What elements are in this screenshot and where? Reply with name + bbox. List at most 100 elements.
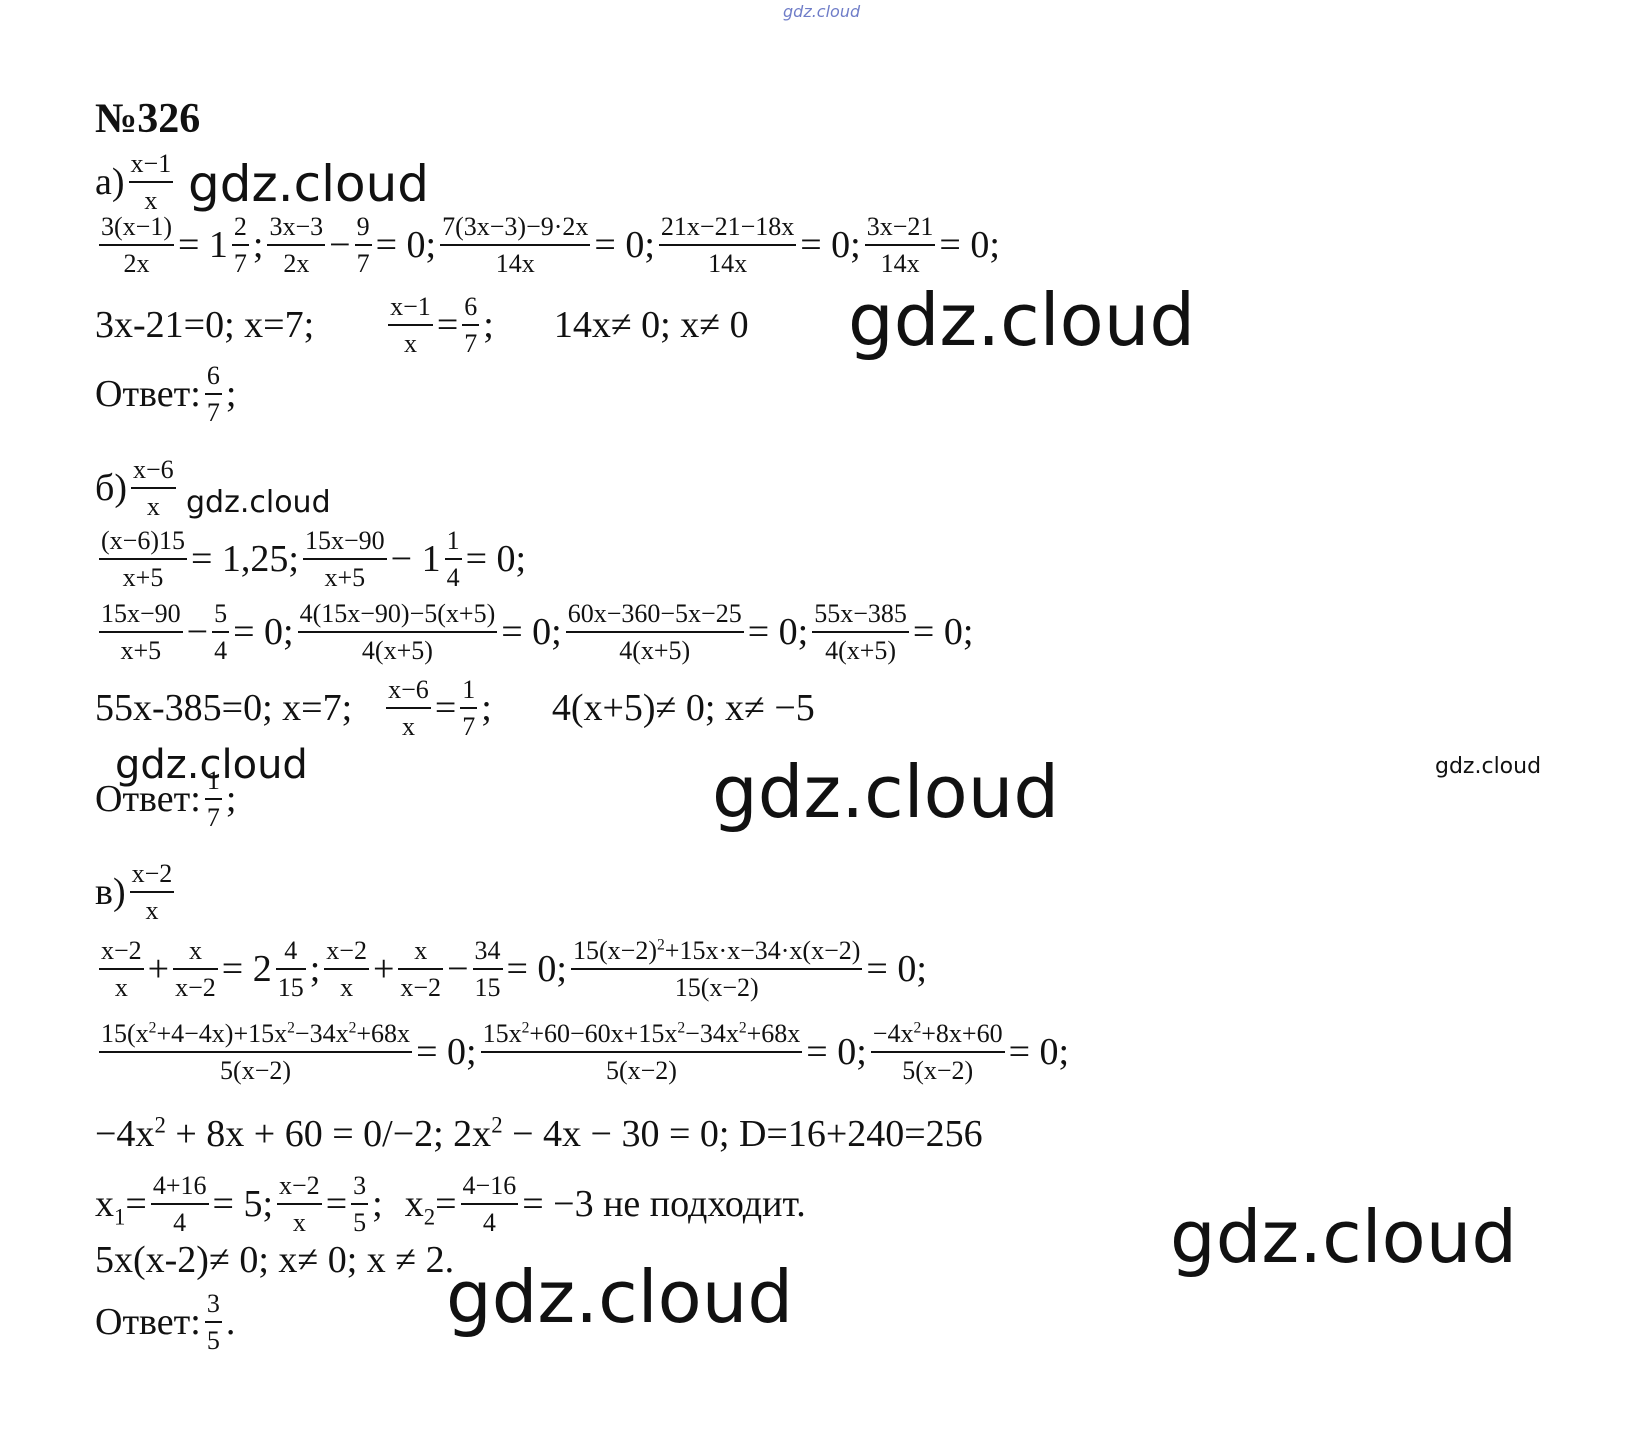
domain-condition: 5x(x-2)≠ 0; x≠ 0; x ≠ 2.: [95, 1239, 455, 1281]
equation-text: = −3 не подходит.: [522, 1183, 806, 1226]
root-x1: x1: [95, 1183, 126, 1230]
domain-condition: 14x≠ 0; x≠ 0: [553, 304, 749, 347]
equation-text: 55x-385=0; x=7;: [95, 687, 353, 730]
separator: ;: [483, 304, 494, 347]
equals: = 0;: [233, 611, 294, 654]
equals: = 0;: [866, 948, 927, 991]
equals: =: [125, 1183, 147, 1226]
minus: −: [329, 224, 351, 267]
part-c-row3: −4x2 + 8x + 60 = 0/−2; 2x2 − 4x − 30 = 0…: [95, 1112, 983, 1156]
fraction: 3(x−1)2x: [99, 212, 174, 279]
watermark-top: gdz.cloud: [783, 2, 861, 21]
equals: = 5;: [212, 1183, 274, 1226]
minus: −: [186, 611, 209, 654]
equals: = 0;: [912, 611, 974, 654]
answer-label: Ответ:: [95, 1301, 201, 1344]
separator: ;: [225, 373, 237, 416]
watermark: gdz.cloud: [1435, 754, 1542, 779]
watermark: gdz.cloud: [848, 278, 1196, 362]
equals: = 0;: [501, 611, 562, 654]
domain-condition: 4(x+5)≠ 0; x≠ −5: [551, 687, 815, 730]
equals: =: [325, 1183, 348, 1226]
equals: = 0;: [465, 538, 527, 581]
equals: =: [434, 687, 457, 730]
separator: ;: [252, 224, 264, 267]
part-c-row5: 5x(x-2)≠ 0; x≠ 0; x ≠ 2.: [95, 1238, 454, 1282]
equals: = 1,25;: [190, 538, 299, 581]
equals: = 0;: [800, 224, 861, 267]
minus: − 1: [390, 538, 441, 581]
equals: = 0;: [747, 611, 809, 654]
separator: ;: [309, 948, 321, 991]
watermark: gdz.cloud: [446, 1255, 794, 1339]
equals: =: [435, 1183, 457, 1226]
separator: ;: [481, 687, 492, 730]
equals: =: [436, 304, 459, 347]
answer-label: Ответ:: [95, 778, 201, 821]
separator: ;: [225, 778, 237, 821]
part-a-label: а): [95, 161, 125, 204]
equals: = 2: [221, 948, 272, 991]
root-x2: x2: [404, 1183, 436, 1230]
separator: ;: [372, 1183, 383, 1226]
part-c-label: в): [95, 871, 126, 914]
equation-text: −4x2 + 8x + 60 = 0/−2; 2x2 − 4x − 30 = 0…: [95, 1112, 983, 1155]
equals: = 0;: [594, 224, 655, 267]
equals: = 0;: [506, 948, 568, 991]
equals: = 1: [177, 224, 228, 267]
part-b-label: б): [95, 467, 127, 510]
equals: = 0;: [806, 1031, 867, 1074]
watermark: gdz.cloud: [1170, 1195, 1518, 1279]
plus: +: [147, 948, 170, 991]
fraction: 15(x−2)2+15x·x−34·x(x−2)15(x−2): [571, 936, 863, 1003]
watermark: gdz.cloud: [712, 750, 1060, 834]
equals: = 0;: [1008, 1031, 1070, 1074]
equals: = 0;: [375, 224, 437, 267]
